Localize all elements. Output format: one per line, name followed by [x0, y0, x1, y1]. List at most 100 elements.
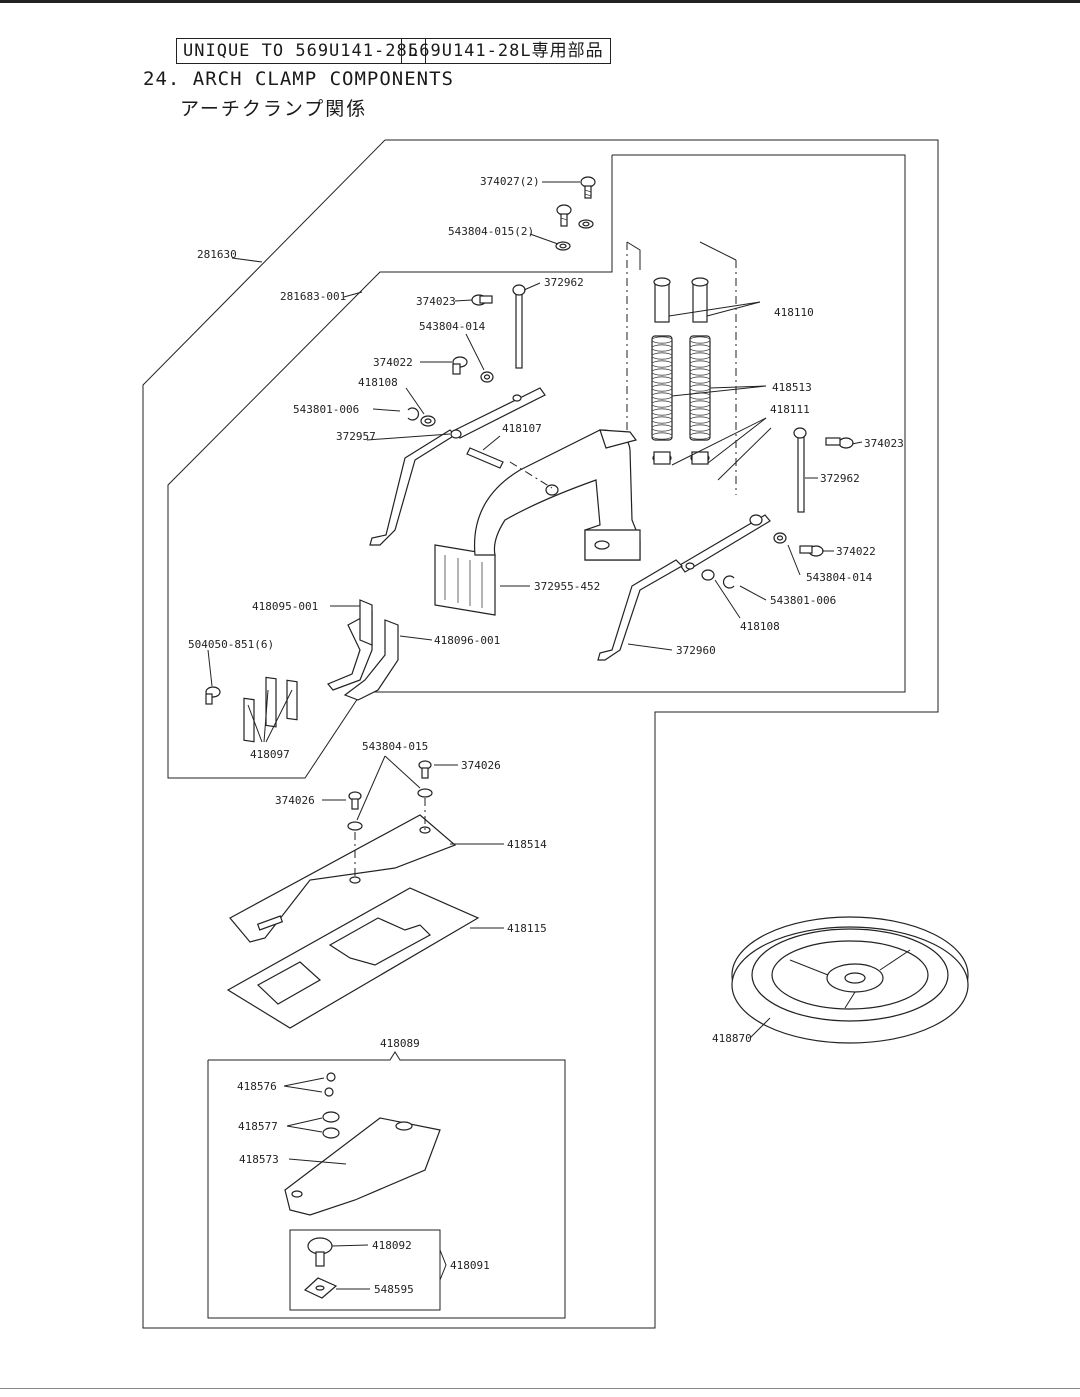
group-box-418091 [289, 1229, 441, 1311]
spring-coil [689, 400, 711, 408]
callout-418573: 418573 [239, 1153, 279, 1166]
link-372957 [369, 387, 546, 546]
hoop-418870 [731, 916, 969, 1044]
spring-coil [689, 360, 711, 368]
leader-lines [207, 181, 863, 1290]
spring-coil [689, 344, 711, 352]
spring-coil [689, 336, 711, 344]
spring-coil [651, 352, 673, 360]
callout-372962-right: 372962 [820, 472, 860, 485]
magnets-418576 [324, 1072, 336, 1097]
pin-418107 [466, 447, 504, 469]
bracket-418095-001 [327, 599, 373, 691]
callout-543801-006-left: 543801-006 [293, 403, 359, 416]
clamp-body-418573 [284, 1117, 441, 1216]
spring-418513 [651, 335, 711, 441]
callout-281683-001: 281683-001 [280, 290, 346, 303]
spring-coil [689, 352, 711, 360]
callout-418089: 418089 [380, 1037, 420, 1050]
spring-coils [651, 336, 711, 440]
callout-374023-right: 374023 [864, 437, 904, 450]
spring-coil [689, 416, 711, 424]
callout-418576: 418576 [237, 1080, 277, 1093]
spring-coil [651, 424, 673, 432]
callout-418577: 418577 [238, 1120, 278, 1133]
washer-418108-left [420, 415, 436, 427]
link-372960 [597, 514, 771, 661]
knob-418092 [307, 1237, 333, 1267]
top-rule [0, 0, 1080, 3]
screw-374026-right [417, 760, 433, 798]
callout-labels: 374027(2) 543804-015(2) 281630 281683-00… [188, 175, 904, 1296]
callout-418513: 418513 [772, 381, 812, 394]
callout-281630: 281630 [197, 248, 237, 261]
plates-418097 [243, 676, 298, 743]
callout-374026-left: 374026 [275, 794, 315, 807]
screw-374023-left [471, 294, 493, 306]
callout-418115: 418115 [507, 922, 547, 935]
unique-label-box: UNIQUE TO 569U141-28L [176, 38, 426, 64]
spring-coil [651, 432, 673, 440]
callout-418870: 418870 [712, 1032, 752, 1045]
rod-372962-left [512, 284, 526, 369]
plate-418115 [226, 887, 480, 1029]
magnets-418577 [322, 1111, 340, 1139]
spring-coil [651, 408, 673, 416]
screw-374027 [580, 176, 596, 199]
bottom-rule [0, 1388, 1080, 1389]
washer-543804-014-right [773, 532, 787, 544]
callout-372960: 372960 [676, 644, 716, 657]
screw-374022-right [799, 545, 824, 557]
spring-coil [651, 400, 673, 408]
spring-coil [651, 376, 673, 384]
screw-374022-left [452, 356, 468, 375]
callout-418095-001: 418095-001 [252, 600, 318, 613]
callout-543804-014-right: 543804-014 [806, 571, 873, 584]
washer-543804-014-left [480, 371, 494, 383]
callout-543801-006-right: 543801-006 [770, 594, 836, 607]
callout-418110: 418110 [774, 306, 814, 319]
page-title: 24. ARCH CLAMP COMPONENTS [143, 68, 454, 90]
bracket-418096-001 [343, 619, 399, 701]
spring-coil [689, 376, 711, 384]
nut-548595 [303, 1277, 338, 1299]
group-outline-281630 [142, 139, 939, 1329]
callout-504050-851: 504050-851(6) [188, 638, 274, 651]
arch-frame-372955-452 [434, 429, 641, 616]
screw-374026-left [347, 791, 363, 831]
screw-374027-second [556, 204, 572, 227]
callout-374023-left: 374023 [416, 295, 456, 308]
group-outline-281683 [167, 154, 906, 779]
spring-coil [689, 408, 711, 416]
callout-418097: 418097 [250, 748, 290, 761]
rod-372962-right [793, 427, 807, 513]
screw-504050-851 [205, 686, 221, 705]
washer-543804-015 [555, 219, 594, 251]
e-ring-543801-006-left [407, 407, 419, 421]
callout-372957: 372957 [336, 430, 376, 443]
callout-548595: 548595 [374, 1283, 414, 1296]
callout-418514: 418514 [507, 838, 547, 851]
spring-coil [651, 336, 673, 344]
callout-372962-left: 372962 [544, 276, 584, 289]
callout-374022-right: 374022 [836, 545, 876, 558]
spring-coil [689, 424, 711, 432]
spring-coil [651, 344, 673, 352]
callout-374022-left: 374022 [373, 356, 413, 369]
callout-418092: 418092 [372, 1239, 412, 1252]
page-subtitle: アーチクランプ関係 [180, 98, 368, 120]
washer-418108-right [701, 569, 715, 581]
collar-418111 [652, 451, 710, 465]
group-box-418089 [207, 1051, 566, 1319]
sleeve-418110 [653, 277, 709, 323]
e-ring-543801-006-right [723, 575, 735, 589]
callout-374026-right: 374026 [461, 759, 501, 772]
spring-coil [651, 360, 673, 368]
callout-418096-001: 418096-001 [434, 634, 500, 647]
screw-374023-right [825, 437, 854, 449]
callout-418107: 418107 [502, 422, 542, 435]
callout-418111: 418111 [770, 403, 810, 416]
callout-418108-right: 418108 [740, 620, 780, 633]
callout-543804-015: 543804-015 [362, 740, 428, 753]
